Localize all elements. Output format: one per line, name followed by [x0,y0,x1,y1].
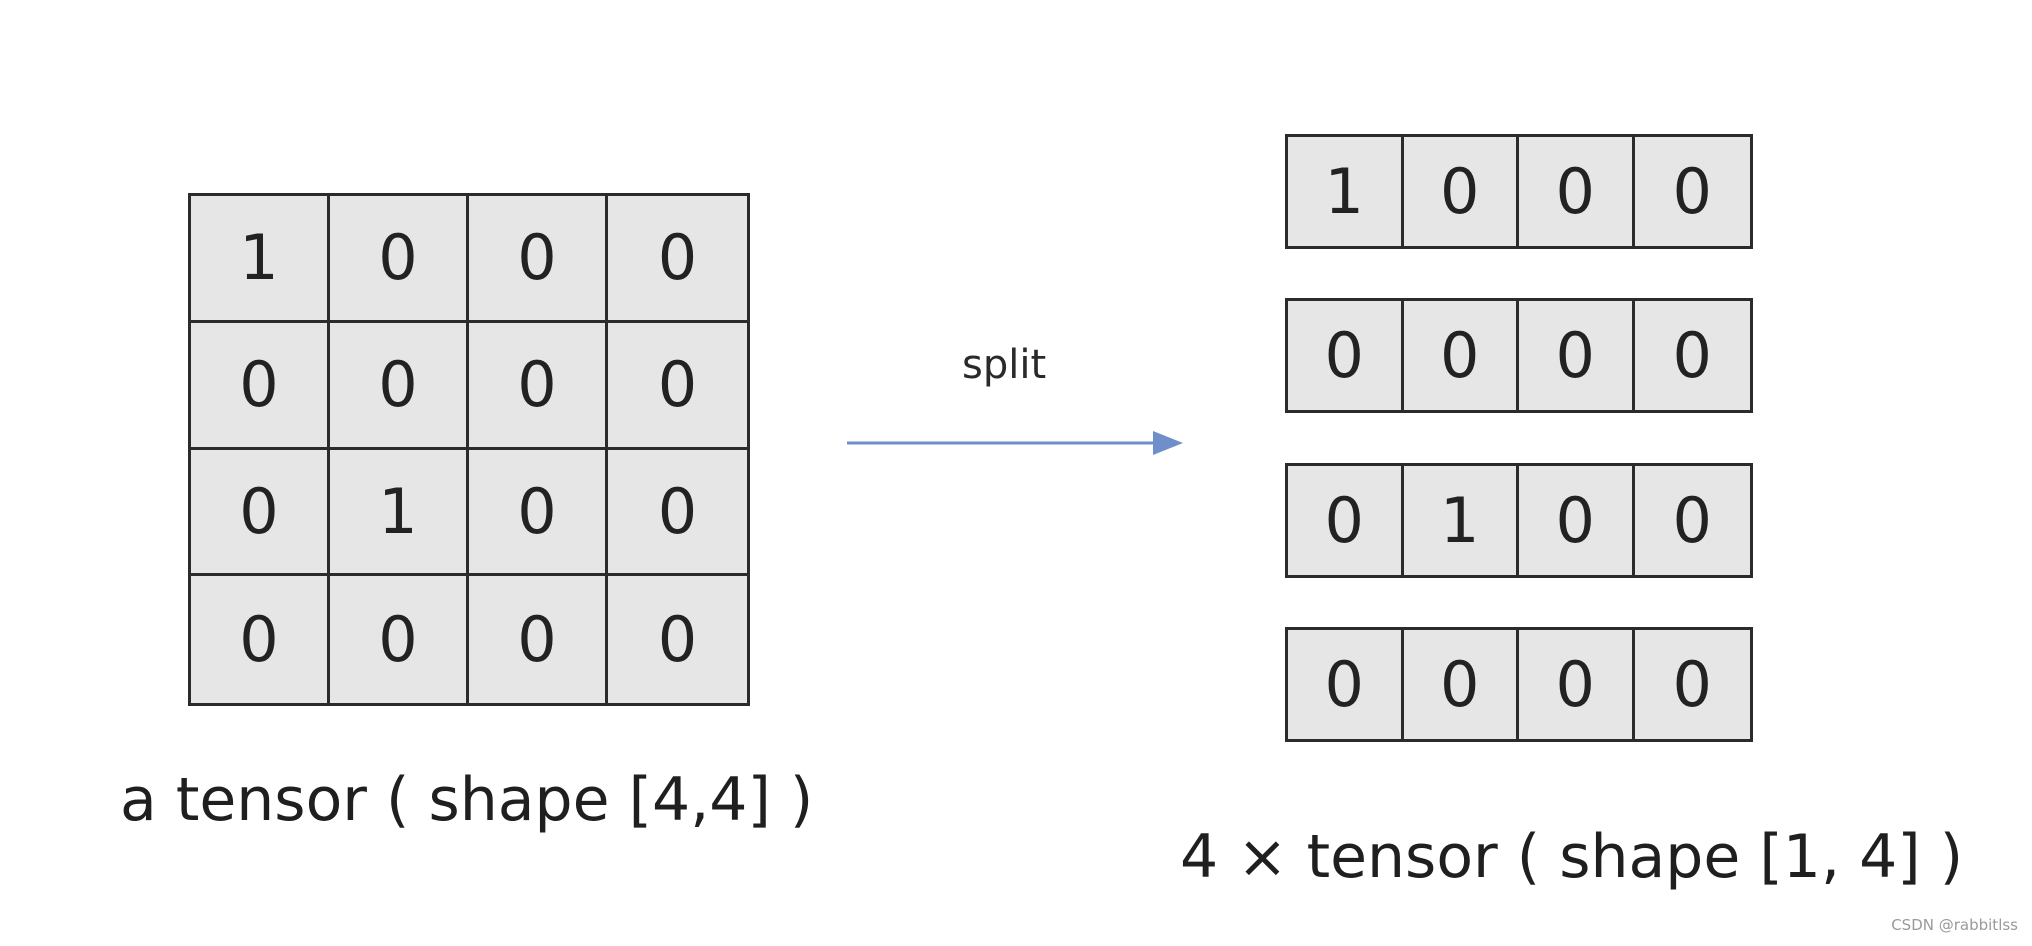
matrix-cell: 0 [191,576,330,703]
matrix-cell: 0 [657,603,698,677]
matrix-cell: 0 [469,196,608,323]
matrix-cell: 0 [608,323,747,450]
row-cell: 0 [1404,137,1519,246]
split-arrow-icon [847,431,1183,455]
row-cell: 0 [1672,319,1712,392]
matrix-cell: 1 [191,196,330,323]
source-caption: a tensor ( shape [4,4] ) [120,765,814,835]
result-caption: 4 × tensor ( shape [1, 4] ) [1180,822,1964,892]
row-cell: 0 [1672,155,1712,228]
source-matrix: 1 0 0 0 0 0 0 0 0 1 0 0 0 0 0 0 [188,193,750,706]
result-row: 0 0 0 0 [1285,627,1753,742]
matrix-cell: 0 [608,196,747,323]
matrix-cell: 0 [330,576,469,703]
row-cell: 0 [1519,466,1635,575]
row-cell: 0 [1519,630,1635,739]
matrix-cell: 1 [330,449,469,577]
result-row: 0 1 0 0 [1285,463,1753,578]
result-row: 1 0 0 0 [1285,134,1753,249]
watermark: CSDN @rabbitlss [1891,916,2018,934]
row-cell: 1 [1404,466,1519,575]
matrix-cell: 0 [469,322,608,450]
split-label: split [962,342,1047,388]
matrix-cell: 0 [330,196,469,323]
matrix-cell: 0 [469,449,608,577]
row-cell: 0 [1288,466,1404,575]
row-cell: 0 [1672,484,1712,557]
row-cell: 0 [1519,301,1635,410]
row-cell: 0 [1404,301,1519,410]
matrix-cell: 0 [191,322,330,450]
matrix-cell: 0 [608,450,747,577]
row-cell: 0 [1288,301,1404,410]
row-cell: 1 [1288,137,1404,246]
row-cell: 0 [1519,137,1635,246]
matrix-cell: 0 [469,576,608,703]
row-cell: 0 [1404,630,1519,739]
row-cell: 0 [1672,648,1712,721]
matrix-cell: 0 [191,449,330,577]
matrix-cell: 0 [330,322,469,450]
result-row: 0 0 0 0 [1285,298,1753,413]
row-cell: 0 [1288,630,1404,739]
